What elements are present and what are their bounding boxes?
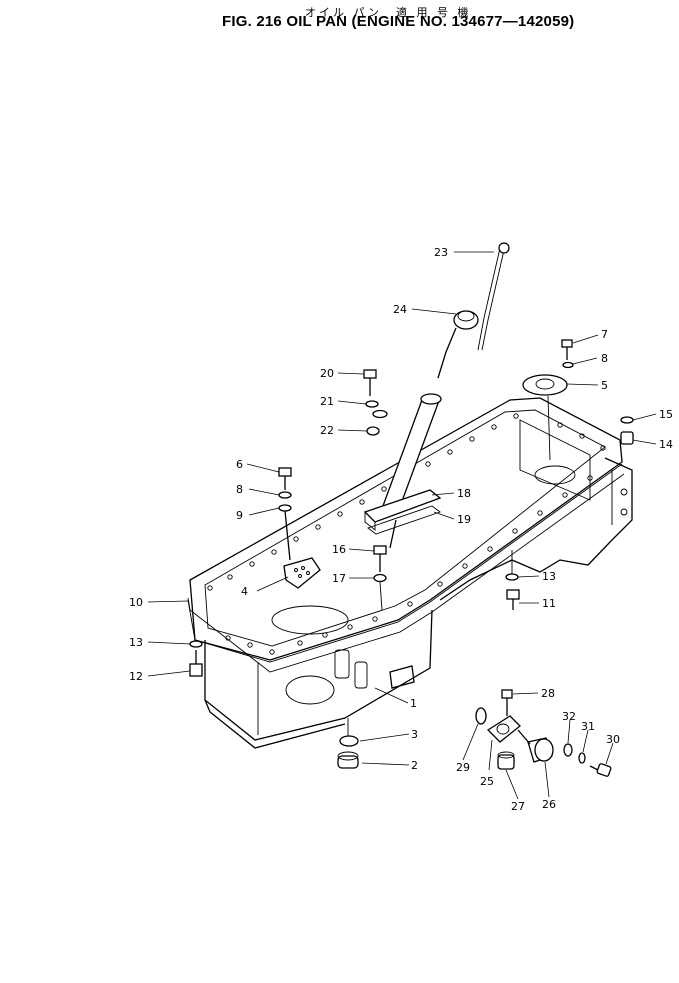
- callout-24: 24: [393, 303, 407, 316]
- callout-29: 29: [456, 761, 470, 774]
- callout-23: 23: [434, 246, 448, 259]
- callout-17: 17: [332, 572, 346, 585]
- callout-26: 26: [542, 798, 556, 811]
- callout-30: 30: [606, 733, 620, 746]
- callout-1: 1: [410, 697, 417, 710]
- callout-16: 16: [332, 543, 346, 556]
- callout-27: 27: [511, 800, 525, 813]
- callout-11: 11: [542, 597, 556, 610]
- callout-19: 19: [457, 513, 471, 526]
- figure-title: FIG. 216 OIL PAN (ENGINE NO. 134677—1420…: [222, 13, 575, 30]
- callout-32: 32: [562, 710, 576, 723]
- callout-22: 22: [320, 424, 334, 437]
- callout-7: 7: [601, 328, 608, 341]
- leader-lines: [147, 251, 657, 800]
- callout-14: 14: [659, 438, 673, 451]
- callout-8-left: 8: [236, 483, 243, 496]
- callout-5: 5: [601, 379, 608, 392]
- callout-labels: 1 2 3 4 5 6 7 8 8 9 10 11 12 13 13 14 15…: [129, 246, 673, 813]
- callout-10: 10: [129, 596, 143, 609]
- oil-pan-body: [187, 397, 633, 749]
- callout-13-right: 13: [542, 570, 556, 583]
- callout-12: 12: [129, 670, 143, 683]
- callout-4: 4: [241, 585, 248, 598]
- callout-8-right: 8: [601, 352, 608, 365]
- callout-25: 25: [480, 775, 494, 788]
- callout-2: 2: [411, 759, 418, 772]
- callout-9: 9: [236, 509, 243, 522]
- callout-18: 18: [457, 487, 471, 500]
- small-parts: [189, 339, 634, 777]
- callout-6: 6: [236, 458, 243, 471]
- filler-tube-assembly: [363, 242, 510, 549]
- callout-3: 3: [411, 728, 418, 741]
- callout-20: 20: [320, 367, 334, 380]
- callout-21: 21: [320, 395, 334, 408]
- callout-15: 15: [659, 408, 673, 421]
- callout-28: 28: [541, 687, 555, 700]
- callout-31: 31: [581, 720, 595, 733]
- callout-13-left: 13: [129, 636, 143, 649]
- figure-subtitle-jp: オイル パン 適 用 号 機: [305, 6, 472, 19]
